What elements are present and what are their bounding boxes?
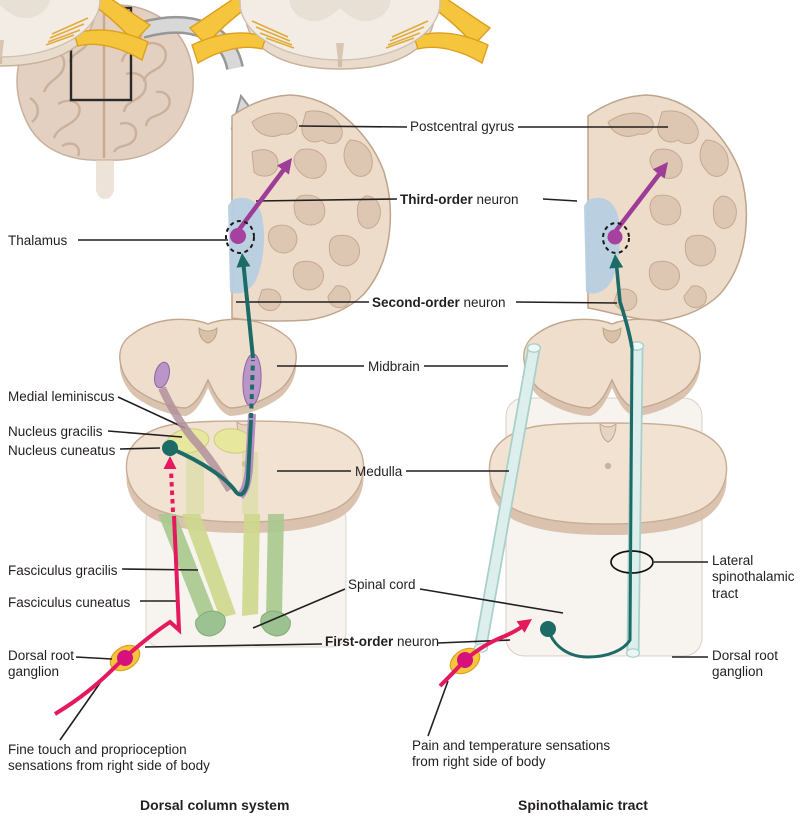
label-thalamus: Thalamus bbox=[8, 233, 68, 248]
label-dorsal-root-ganglion-left: Dorsal root ganglion bbox=[8, 648, 75, 680]
second-order-neuron-path-right bbox=[546, 259, 634, 659]
label-third-order-neuron: Third-order neuron bbox=[400, 192, 519, 207]
spinothalamic-tract-tubes bbox=[473, 341, 645, 658]
right-midbrain-section bbox=[523, 318, 701, 416]
third-order-neuron-path-right bbox=[613, 166, 666, 234]
right-medulla-section bbox=[488, 422, 728, 535]
first-order-arrowhead-right bbox=[516, 619, 532, 633]
second-order-arrowhead-left bbox=[236, 253, 251, 268]
label-midbrain: Midbrain bbox=[368, 359, 420, 374]
spinal-cord-cross-section bbox=[0, 0, 152, 67]
label-medulla: Medulla bbox=[355, 464, 403, 479]
thalamus-synapse-circle-right bbox=[602, 222, 630, 254]
label-nucleus-gracilis: Nucleus gracilis bbox=[8, 424, 103, 439]
label-first-order-neuron: First-order neuron bbox=[325, 634, 440, 649]
third-order-cell-body-right bbox=[607, 229, 623, 245]
third-order-neuron-path-left bbox=[236, 162, 290, 233]
label-spinal-cord: Spinal cord bbox=[348, 577, 416, 592]
second-order-arrowhead-right bbox=[609, 254, 624, 269]
thalamus-synapse-circle-left bbox=[225, 220, 255, 254]
dorsal-column-tracts bbox=[158, 452, 284, 620]
label-nucleus-cuneatus: Nucleus cuneatus bbox=[8, 443, 116, 458]
dorsal-root-ganglion-cell-right bbox=[457, 652, 473, 668]
third-order-arrowhead-right bbox=[652, 162, 668, 179]
third-order-arrowhead-left bbox=[276, 158, 292, 175]
second-order-cell-body-left bbox=[162, 440, 178, 456]
title-spinothalamic-tract: Spinothalamic tract bbox=[518, 797, 648, 813]
first-order-arrowhead-left bbox=[163, 456, 177, 469]
label-fasciculus-gracilis: Fasciculus gracilis bbox=[8, 563, 118, 578]
title-dorsal-column-system: Dorsal column system bbox=[140, 797, 290, 813]
caption-pain-temperature: Pain and temperature sensations from rig… bbox=[412, 738, 611, 770]
second-order-neuron-path-left bbox=[169, 259, 255, 497]
second-order-cell-body-right bbox=[540, 621, 556, 637]
leader-lines bbox=[59, 125, 708, 741]
label-dorsal-root-ganglion-right: Dorsal root ganglion bbox=[712, 648, 779, 680]
label-lateral-spinothalamic-tract: Lateral spinothalamic tract bbox=[712, 553, 795, 601]
left-midbrain-section bbox=[119, 318, 297, 416]
first-order-neuron-path-right bbox=[438, 621, 529, 688]
label-second-order-neuron: Second-order neuron bbox=[372, 295, 506, 310]
third-order-cell-body-left bbox=[230, 228, 246, 244]
label-medial-leminiscus: Medial leminiscus bbox=[8, 389, 115, 404]
right-brain-coronal-section bbox=[584, 94, 748, 321]
dorsal-root-ganglion-cell-left bbox=[117, 650, 133, 666]
label-fasciculus-cuneatus: Fasciculus cuneatus bbox=[8, 595, 131, 610]
left-brain-coronal-section bbox=[228, 94, 392, 322]
thalamus-region-right bbox=[584, 197, 620, 294]
thalamus-region-left bbox=[228, 197, 264, 294]
label-postcentral-gyrus: Postcentral gyrus bbox=[410, 119, 515, 134]
caption-fine-touch: Fine touch and proprioception sensations… bbox=[8, 742, 210, 774]
